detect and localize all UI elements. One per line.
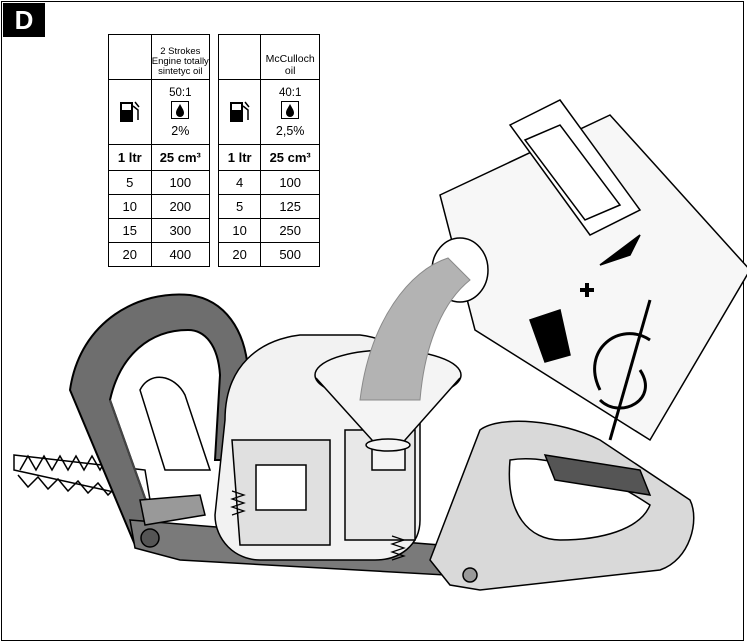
- fuel-cell: 15: [108, 218, 152, 243]
- fuel-plus-oil-icon: [529, 234, 641, 363]
- fuel-canister: [431, 99, 747, 442]
- oil-ratio-cell: 40:1 2,5%: [260, 79, 320, 145]
- oil-cell: 200: [150, 194, 211, 219]
- ratio-value: 40:1: [278, 86, 302, 99]
- fuel-cell: 10: [217, 218, 262, 243]
- oil-ratio-cell: 50:1 2%: [150, 79, 211, 145]
- percent-value: 2%: [171, 123, 190, 138]
- oil-cell: 125: [260, 194, 320, 219]
- table-header: McCulloch oil: [260, 34, 320, 80]
- table-header: 2 Strokes Engine totally sintetyc oil: [150, 34, 211, 80]
- oil-drop-icon: [171, 100, 190, 119]
- fuel-cell: 20: [108, 242, 152, 267]
- header-blank: [217, 34, 262, 80]
- fuel-cell: 4: [217, 170, 262, 195]
- percent-value: 2,5%: [275, 123, 305, 138]
- fuel-pump-icon: [108, 79, 152, 145]
- unit-oil: 25 cm³: [260, 144, 320, 171]
- oil-cell: 250: [260, 218, 320, 243]
- ratio-value: 50:1: [169, 86, 192, 99]
- fuel-stream: [359, 257, 471, 401]
- hand-guard: [139, 376, 212, 471]
- oil-drop-icon: [281, 100, 300, 119]
- rear-handle: [429, 420, 695, 591]
- unit-oil: 25 cm³: [150, 144, 211, 171]
- oil-cell: 400: [150, 242, 211, 267]
- figure-label-d: D: [3, 3, 45, 37]
- oil-cell: 100: [260, 170, 320, 195]
- fuel-cell: 5: [108, 170, 152, 195]
- fuel-cell: 10: [108, 194, 152, 219]
- header-blank: [108, 34, 152, 80]
- unit-fuel: 1 ltr: [217, 144, 262, 171]
- fuel-pump-icon: [217, 79, 262, 145]
- fuel-cell: 20: [217, 242, 262, 267]
- oil-cell: 100: [150, 170, 211, 195]
- fuel-cell: 5: [217, 194, 262, 219]
- oil-cell: 500: [260, 242, 320, 267]
- oil-cell: 300: [150, 218, 211, 243]
- unit-fuel: 1 ltr: [108, 144, 152, 171]
- shake-mix-icon: [593, 299, 652, 441]
- vibration-springs: [230, 490, 406, 561]
- mix-table-synthetic: 2 Strokes Engine totally sintetyc oil 50…: [108, 34, 211, 267]
